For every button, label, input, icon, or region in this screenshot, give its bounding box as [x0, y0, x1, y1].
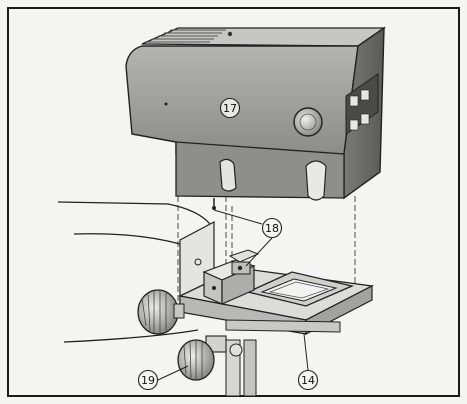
- cable-upper: [57, 201, 211, 225]
- negative-carrier: [246, 271, 355, 307]
- lever: [219, 158, 237, 192]
- left-adjustment-knob: [137, 289, 185, 335]
- locking-knob: [177, 335, 243, 381]
- callout-14-label: 14: [301, 374, 315, 387]
- lower-rail: [225, 319, 341, 333]
- callout-18-label: 18: [265, 222, 279, 235]
- callout-18: 18: [213, 209, 283, 267]
- focus-knob: [293, 107, 323, 137]
- callout-17-label: 17: [223, 102, 237, 115]
- callout-14: 14: [297, 333, 319, 391]
- cable-lower: [63, 329, 199, 343]
- holder-block: [202, 249, 260, 305]
- callout-17: 17: [219, 97, 241, 119]
- lower-head-knob: [305, 160, 327, 201]
- lamp-head: [125, 26, 387, 210]
- cable-middle: [73, 233, 181, 245]
- callout-19: 19: [137, 365, 189, 391]
- callout-19-label: 19: [141, 374, 155, 387]
